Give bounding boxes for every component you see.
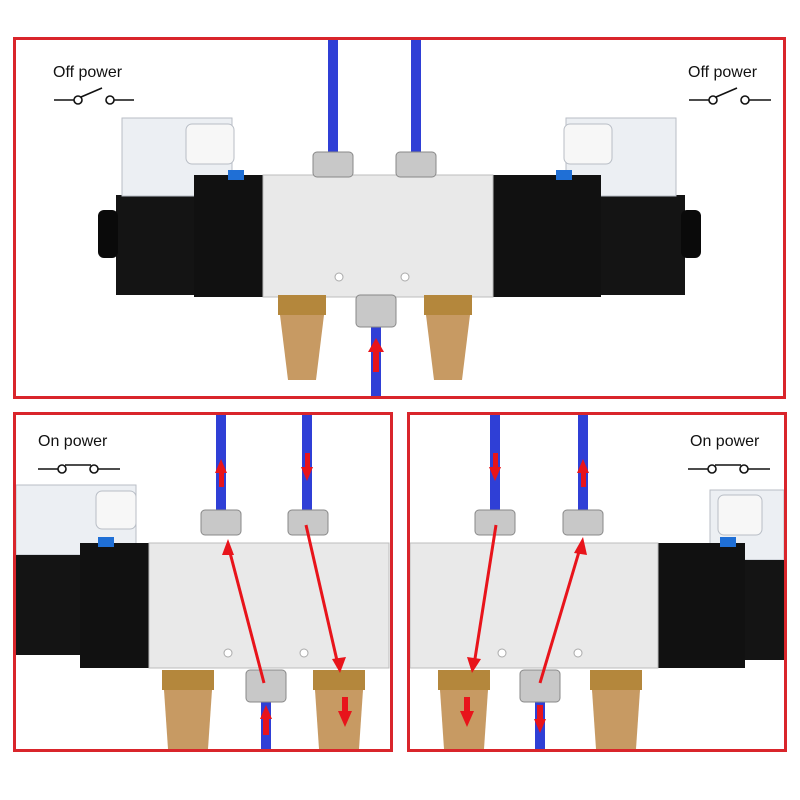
coil-left xyxy=(116,195,201,295)
open-switch-icon-left xyxy=(54,87,134,105)
closed-switch-icon-right xyxy=(688,464,770,474)
off-power-label-left: Off power xyxy=(53,64,123,81)
on-power-label-left: On power xyxy=(38,433,108,450)
arrow-down-icon xyxy=(338,711,352,727)
valve-diagram-on-left xyxy=(16,415,390,749)
arrow-up-icon xyxy=(260,705,272,719)
muffler-right xyxy=(426,315,470,380)
arrow-up-icon xyxy=(215,459,227,473)
arrow-down-icon xyxy=(301,467,313,481)
panel-on-power-right: On power xyxy=(407,412,787,752)
coil-right xyxy=(600,195,685,295)
closed-switch-icon-left xyxy=(38,464,120,474)
arrow-up-icon xyxy=(577,459,589,473)
valve-body xyxy=(262,174,494,298)
arrow-down-icon xyxy=(489,467,501,481)
on-power-label-right: On power xyxy=(690,433,760,450)
arrow-up-icon xyxy=(368,338,384,372)
valve-diagram-on-right xyxy=(410,415,784,749)
panel-off-power: Off power Off power xyxy=(13,37,786,399)
panel-on-power-left: On power xyxy=(13,412,393,752)
arrow-down-icon xyxy=(460,711,474,727)
muffler-left xyxy=(280,315,324,380)
arrow-down-icon xyxy=(534,719,546,733)
open-switch-icon-right xyxy=(689,87,771,105)
off-power-label-right: Off power xyxy=(688,64,758,81)
valve-diagram-off xyxy=(54,40,771,396)
